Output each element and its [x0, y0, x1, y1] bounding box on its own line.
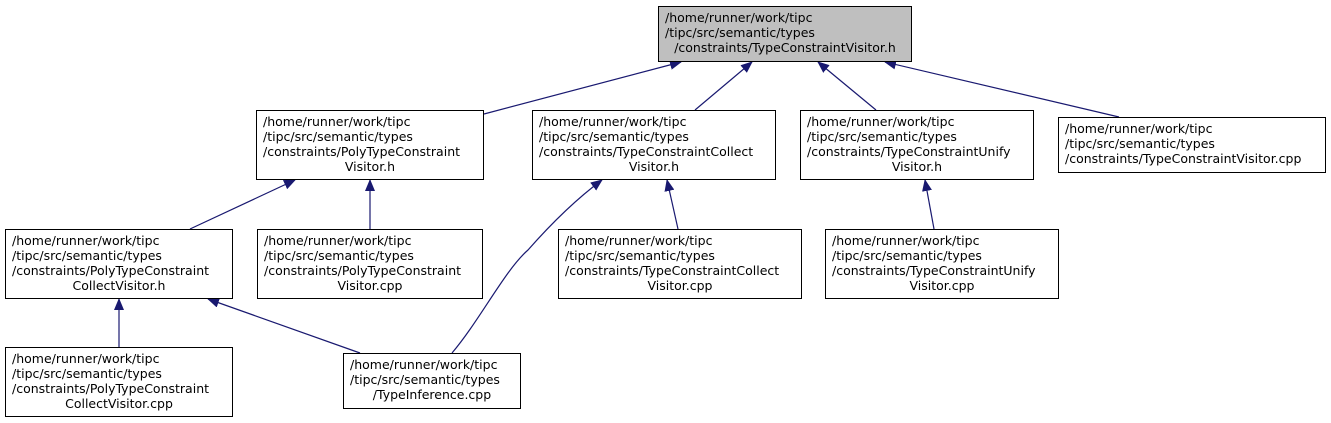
node-line: /constraints/TypeConstraintCollect [565, 263, 780, 278]
node-line: Visitor.cpp [909, 278, 975, 293]
node-type-constraint-unify-visitor-cpp[interactable]: /home/runner/work/tipc /tipc/src/semanti… [825, 229, 1059, 299]
edge-collect-h-to-root [694, 61, 753, 111]
edge-collect-cpp-to-collect-h [664, 179, 679, 230]
node-line: /tipc/src/semantic/types [665, 25, 815, 40]
node-line: /tipc/src/semantic/types [832, 248, 982, 263]
edge-inference-cpp-to-poly-collect-h [207, 297, 361, 354]
node-line: /constraints/TypeConstraintUnify [832, 263, 1036, 278]
node-line: Visitor.h [344, 159, 396, 174]
node-line: /tipc/src/semantic/types [12, 366, 162, 381]
node-line: Visitor.h [628, 159, 680, 174]
edge-poly-h-to-root [483, 59, 682, 115]
node-line: /home/runner/work/tipc [12, 233, 160, 248]
node-line: /tipc/src/semantic/types [565, 248, 715, 263]
node-line: /tipc/src/semantic/types [12, 248, 162, 263]
edge-poly-collect-h-to-poly-h [189, 179, 296, 230]
node-line: /home/runner/work/tipc [807, 114, 955, 129]
node-line: /tipc/src/semantic/types [807, 129, 957, 144]
node-line: Visitor.cpp [337, 278, 403, 293]
node-line: /constraints/TypeConstraintVisitor.h [674, 40, 896, 55]
node-line: CollectVisitor.cpp [65, 396, 173, 411]
node-line: /home/runner/work/tipc [665, 10, 813, 25]
node-line: /home/runner/work/tipc [565, 233, 713, 248]
node-line: /constraints/TypeConstraintVisitor.cpp [1065, 151, 1302, 166]
node-line: /home/runner/work/tipc [264, 233, 412, 248]
node-type-constraint-collect-visitor-h[interactable]: /home/runner/work/tipc /tipc/src/semanti… [532, 110, 776, 180]
node-type-constraint-visitor-cpp[interactable]: /home/runner/work/tipc /tipc/src/semanti… [1058, 117, 1326, 173]
node-line: CollectVisitor.h [72, 278, 166, 293]
node-type-constraint-visitor-h[interactable]: /home/runner/work/tipc /tipc/src/semanti… [658, 6, 912, 62]
node-line: /home/runner/work/tipc [12, 351, 160, 366]
node-line: /home/runner/work/tipc [350, 357, 498, 372]
node-line: /tipc/src/semantic/types [263, 129, 413, 144]
node-type-constraint-collect-visitor-cpp[interactable]: /home/runner/work/tipc /tipc/src/semanti… [558, 229, 802, 299]
node-line: /home/runner/work/tipc [263, 114, 411, 129]
node-line: /TypeInference.cpp [372, 387, 492, 402]
node-line: /constraints/TypeConstraintCollect [539, 144, 754, 159]
node-line: /tipc/src/semantic/types [1065, 136, 1215, 151]
node-line: /home/runner/work/tipc [539, 114, 687, 129]
node-type-inference-cpp[interactable]: /home/runner/work/tipc /tipc/src/semanti… [343, 353, 521, 409]
node-poly-type-constraint-collect-visitor-h[interactable]: /home/runner/work/tipc /tipc/src/semanti… [5, 229, 233, 299]
node-line: /constraints/PolyTypeConstraint [263, 144, 461, 159]
node-poly-type-constraint-visitor-h[interactable]: /home/runner/work/tipc /tipc/src/semanti… [256, 110, 484, 180]
node-line: /tipc/src/semantic/types [264, 248, 414, 263]
edge-unify-cpp-to-unify-h [922, 179, 935, 230]
node-line: /constraints/PolyTypeConstraint [12, 263, 210, 278]
edge-unify-h-to-root [817, 61, 877, 111]
node-line: /home/runner/work/tipc [1065, 121, 1213, 136]
node-line: /tipc/src/semantic/types [539, 129, 689, 144]
node-line: /tipc/src/semantic/types [350, 372, 500, 387]
edge-inference-cpp-to-collect-h [451, 179, 603, 354]
node-line: /home/runner/work/tipc [832, 233, 980, 248]
node-line: Visitor.h [891, 159, 943, 174]
node-line: Visitor.cpp [647, 278, 713, 293]
node-line: /constraints/PolyTypeConstraint [264, 263, 462, 278]
node-line: /constraints/TypeConstraintUnify [807, 144, 1011, 159]
node-poly-type-constraint-visitor-cpp[interactable]: /home/runner/work/tipc /tipc/src/semanti… [257, 229, 483, 299]
node-type-constraint-unify-visitor-h[interactable]: /home/runner/work/tipc /tipc/src/semanti… [800, 110, 1034, 180]
node-poly-type-constraint-collect-visitor-cpp[interactable]: /home/runner/work/tipc /tipc/src/semanti… [5, 347, 233, 417]
node-line: /constraints/PolyTypeConstraint [12, 381, 210, 396]
edge-visitor-cpp-to-root [884, 59, 1120, 118]
